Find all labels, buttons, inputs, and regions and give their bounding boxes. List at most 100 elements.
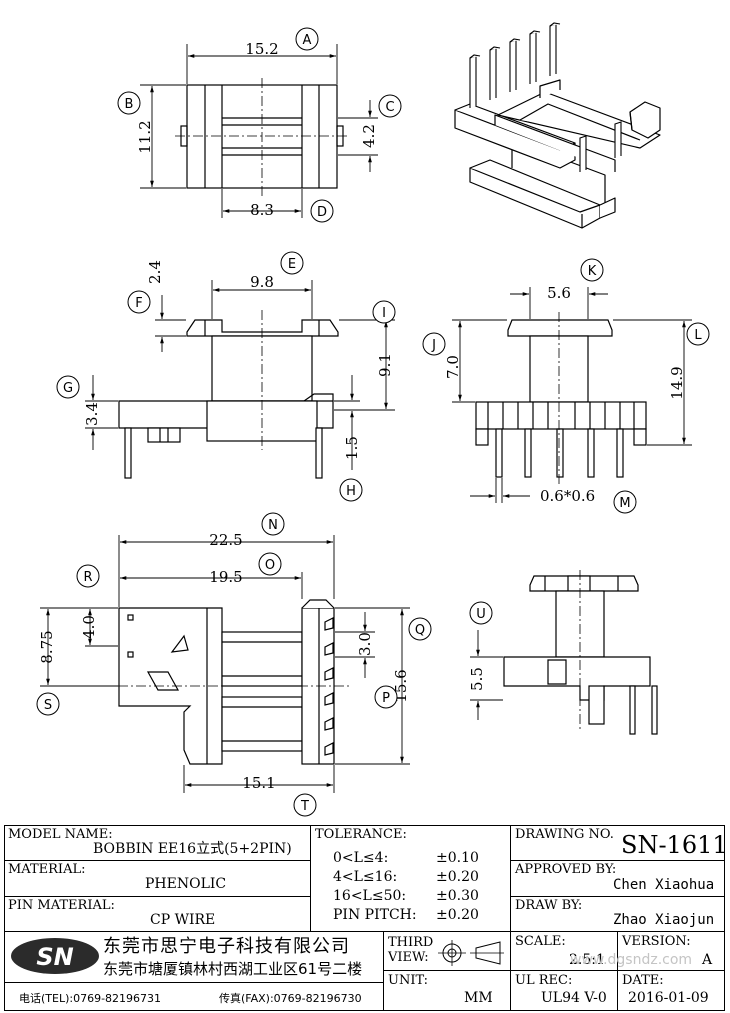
callout-i: I [382,306,386,321]
logo-text: SN [36,943,74,971]
callout-f: F [135,296,142,311]
dim-l: 14.9 [668,366,686,399]
top-view [175,78,350,196]
callout-r: R [83,570,92,585]
approval-section: DRAWING NO. SN-1611 APPROVED BY: Chen Xi… [510,826,728,931]
company-section: SN 东莞市思宁电子科技有限公司 东莞市塘厦镇林村西湖工业区61号二楼 电话(T… [5,932,383,1010]
draw-by-value: Zhao Xiaojun [613,912,715,928]
dim-m: 0.6*0.6 [540,487,595,505]
section-view-dims [470,630,503,720]
dim-e: 9.8 [250,273,274,291]
pin-material-label: PIN MATERIAL: [8,898,115,913]
approved-by-label: APPROVED BY: [515,862,617,877]
dim-n: 22.5 [209,531,242,549]
tol-range-1: 4<L≤16: [333,869,398,885]
dim-u: 5.5 [468,667,486,691]
scale-value: 2.5:1 [569,952,605,968]
dim-i: 9.1 [376,353,394,377]
bottom-view [100,599,350,765]
callout-t: T [300,799,309,814]
dim-c: 4.2 [360,124,378,148]
material-value: PHENOLIC [145,876,227,892]
callout-p: P [382,691,390,706]
unit-label: UNIT: [388,973,429,988]
bottom-view-dims [40,535,410,793]
dim-f: 2.4 [146,260,164,284]
draw-by-label: DRAW BY: [515,898,583,913]
callout-s: S [44,698,52,713]
company-fax: 传真(FAX):0769-82196730 [219,992,362,1005]
callout-n: N [268,518,278,533]
third-angle-projection-icon [438,940,504,966]
callout-bubbles [36,27,710,817]
tol-range-3: PIN PITCH: [333,907,417,923]
model-name-value: BOBBIN EE16立式(5+2PIN) [93,841,292,857]
callout-m: M [619,496,630,511]
side-view [475,312,647,485]
callout-h: H [346,484,356,499]
callout-c: C [385,100,394,115]
callout-o: O [265,558,275,573]
view-unit-section: THIRD VIEW: UNIT: MM [383,932,511,1010]
tol-range-0: 0<L≤4: [333,850,389,866]
material-label: MATERIAL: [8,862,86,877]
company-name: 东莞市思宁电子科技有限公司 [103,936,350,957]
dim-s: 8.75 [38,630,56,663]
callout-letters: A B C D E F G H I J K L M N O P Q R S T … [44,33,703,814]
callout-j: J [431,338,436,353]
dim-g: 3.4 [83,402,101,426]
date-label: DATE: [622,973,664,988]
ul-rec-label: UL REC: [515,973,573,988]
tol-value-2: ±0.30 [436,888,479,904]
info-column: MODEL NAME: BOBBIN EE16立式(5+2PIN) MATERI… [5,826,310,931]
dim-d: 8.3 [250,201,274,219]
drawing-canvas: 15.2 11.2 4.2 8.3 [36,22,710,817]
tolerance-label: TOLERANCE: [315,827,407,842]
callout-l: L [694,328,702,343]
dim-a: 15.2 [245,40,278,58]
top-view-dims [140,44,378,218]
dim-o: 19.5 [209,568,242,586]
dim-p: 3.0 [356,632,374,656]
dim-j: 7.0 [444,355,462,379]
callout-d: D [317,205,327,220]
technical-drawing: 15.2 11.2 4.2 8.3 [36,22,710,817]
ul-rec-value: UL94 V-0 [541,990,607,1006]
watermark: www.dgsndz.com [570,952,693,968]
side-view-dims [452,287,692,503]
company-tel: 电话(TEL):0769-82196731 [19,992,162,1005]
company-address: 东莞市塘厦镇林村西湖工业区61号二楼 [103,960,363,978]
front-view [118,310,339,479]
tol-value-0: ±0.10 [436,850,479,866]
title-block: MODEL NAME: BOBBIN EE16立式(5+2PIN) MATERI… [4,825,728,1011]
scale-ul-section: SCALE: 2.5:1 UL REC: UL94 V-0 [510,932,618,1010]
version-date-section: VERSION: A DATE: 2016-01-09 [617,932,725,1010]
tol-value-1: ±0.20 [436,869,479,885]
unit-value: MM [464,990,493,1006]
callout-g: G [63,381,73,396]
callout-b: B [125,97,134,112]
dim-b: 11.2 [136,120,154,153]
model-name-label: MODEL NAME: [8,827,113,842]
version-value: A [702,952,713,968]
callout-k: K [588,264,597,279]
scale-label: SCALE: [515,934,566,949]
drawing-no-label: DRAWING NO. [515,827,614,842]
tol-value-3: ±0.20 [436,907,479,923]
isometric-view [454,79,661,229]
company-logo: SN [11,938,99,974]
tol-range-2: 16<L≤50: [333,888,407,904]
third-view-label: THIRD VIEW: [388,935,434,965]
dim-t: 15.1 [242,774,275,792]
version-label: VERSION: [622,934,691,949]
dim-h: 1.5 [343,436,361,460]
front-view-dims [85,280,395,470]
date-value: 2016-01-09 [628,990,709,1006]
section-view [503,570,658,735]
isometric-pins [469,22,622,172]
callout-e: E [288,257,296,272]
callout-a: A [303,33,312,48]
drawing-no-value: SN-1611 [621,831,728,859]
tolerance-section: TOLERANCE: 0<L≤4: ±0.10 4<L≤16: ±0.20 16… [310,826,510,931]
pin-material-value: CP WIRE [150,912,216,928]
